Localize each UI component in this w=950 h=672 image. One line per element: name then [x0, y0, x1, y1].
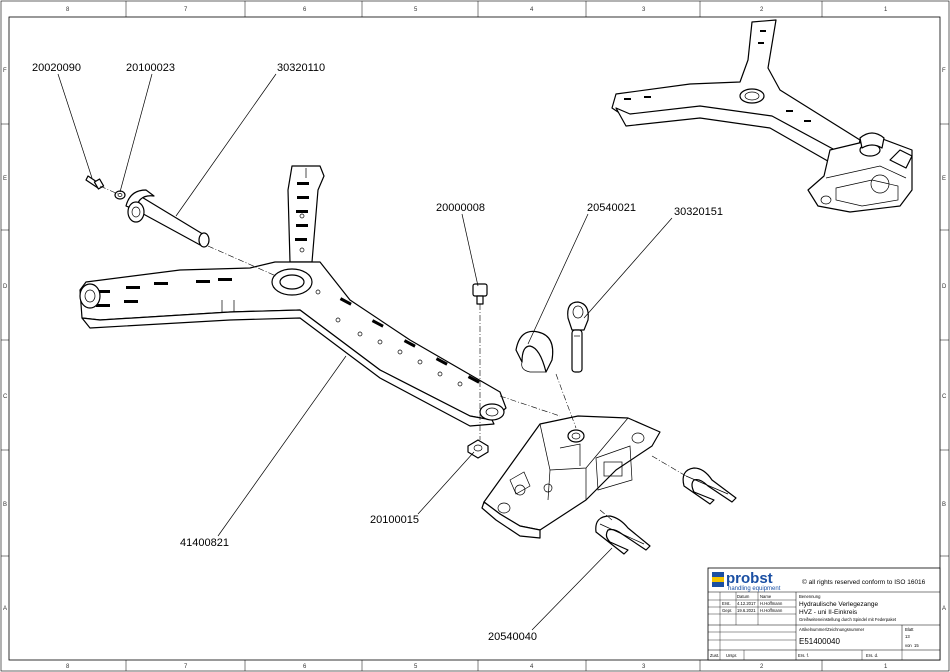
zone-col-label: 2 [760, 7, 764, 13]
probst-logo: probst handling equipment [712, 570, 781, 592]
date-erst: 4.12.2017 [737, 601, 756, 606]
part-labels: 20020090 20100023 30320110 20000008 2054… [32, 62, 723, 643]
brand-subtitle: handling equipment [728, 586, 781, 592]
spring-clip-part [515, 330, 554, 373]
brand-name: probst [726, 570, 773, 587]
bracket-part [481, 415, 661, 539]
leader-lines [57, 73, 673, 631]
von-label: von [905, 643, 912, 648]
hinge-pin-part [125, 189, 210, 248]
name-erst: H.Hoffmann [760, 601, 783, 606]
part-number-label: 20000008 [436, 202, 485, 214]
col-name: Name [760, 594, 772, 599]
r-clip-upper-part [682, 467, 737, 505]
zone-row-label: D [3, 284, 8, 290]
zone-col-label: 7 [184, 664, 188, 670]
zone-row-label: B [942, 502, 946, 508]
ursprung-label: Urspr. [726, 653, 737, 658]
zone-row-label: D [942, 284, 947, 290]
part-number-label: 20100015 [370, 514, 419, 526]
artikel-label: Artikelnummer/Zeichnungsnummer [799, 627, 865, 632]
zone-row-label: A [3, 606, 7, 612]
assembly-lines [99, 185, 687, 521]
nut-part [114, 190, 126, 200]
locking-pin-part [567, 301, 589, 373]
drawing-title-3: Greifweiteneinstellung durch Spindel mit… [799, 617, 897, 622]
zone-col-label: 7 [184, 7, 188, 13]
zone-col-label: 4 [530, 664, 534, 670]
blatt-label: Blatt [905, 627, 914, 632]
date-gepr: 19.6.2021 [737, 608, 756, 613]
part-number-label: 20100023 [126, 62, 175, 74]
zone-row-label: F [942, 68, 946, 74]
ersetzt-durch-label: Ers. d. [866, 653, 878, 658]
part-number-label: 20540021 [587, 202, 636, 214]
drawing-title-2: HVZ - uni II-Einkreis [799, 609, 858, 616]
zone-col-label: 1 [884, 664, 888, 670]
zone-row-label: A [942, 606, 946, 612]
assembled-view [611, 19, 913, 213]
zust-label: Zust. [710, 653, 719, 658]
zone-col-label: 3 [642, 664, 646, 670]
zone-row-label: C [3, 394, 8, 400]
blatt-value: 13 [905, 634, 910, 639]
name-gepr: H.Hoffmann [760, 608, 783, 613]
y-frame-part [79, 165, 507, 427]
col-datum: Datum [737, 594, 750, 599]
drawing-title-1: Hydraulische Verlegezange [799, 601, 879, 608]
part-number-label: 30320151 [674, 206, 723, 218]
ersatz-fuer-label: Ers. f. [798, 653, 809, 658]
bolt-part [472, 283, 488, 305]
bezeichnung-label: Benennung [799, 594, 821, 599]
zone-row-label: E [3, 176, 7, 182]
zone-row-label: F [3, 68, 7, 74]
copyright-note: © all rights reserved conform to ISO 160… [802, 578, 926, 586]
zone-col-label: 2 [760, 664, 764, 670]
von-value: 15 [914, 643, 919, 648]
zone-col-label: 5 [414, 7, 418, 13]
part-number-label: 30320110 [277, 62, 325, 74]
zone-col-label: 5 [414, 664, 418, 670]
zone-col-label: 4 [530, 7, 534, 13]
zone-col-label: 1 [884, 7, 888, 13]
screw-part [85, 175, 105, 190]
zone-row-label: B [3, 502, 7, 508]
zone-col-label: 6 [303, 664, 307, 670]
title-block: probst handling equipment © all rights r… [707, 567, 941, 661]
zone-col-label: 8 [66, 7, 70, 13]
part-number-label: 41400821 [180, 537, 229, 549]
zone-row-label: E [942, 176, 946, 182]
r-clip-lower-part [595, 515, 651, 555]
part-number-label: 20020090 [32, 62, 81, 74]
zone-col-label: 3 [642, 7, 646, 13]
zone-col-label: 6 [303, 7, 307, 13]
row-erst: Erst. [722, 601, 731, 606]
row-gepr: Gepr. [722, 608, 732, 613]
zone-col-label: 8 [66, 664, 70, 670]
zone-row-label: C [942, 394, 947, 400]
part-number-label: 20540040 [488, 631, 537, 643]
drawing-number: E51400040 [799, 637, 840, 646]
